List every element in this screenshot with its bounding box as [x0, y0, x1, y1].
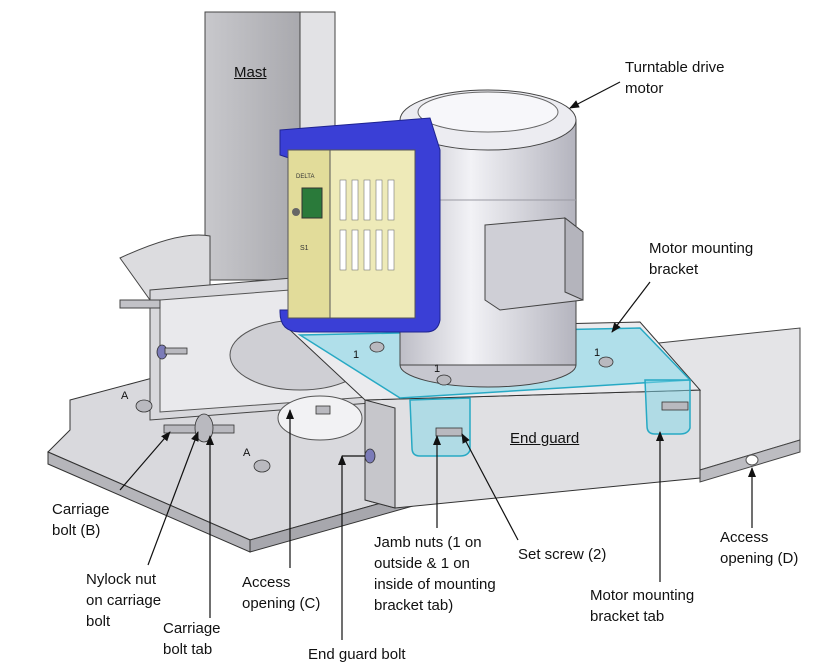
label-carriage-bolt-tab: Carriage bolt tab: [163, 620, 221, 658]
label-end-guard: End guard: [510, 430, 580, 447]
fasteners: [135, 341, 689, 473]
label-end-guard-bolt: End guard bolt: [308, 646, 406, 663]
marker-1-right: 1: [594, 347, 600, 359]
marker-1-mid: 1: [434, 363, 440, 375]
drive-model-text: S1: [300, 245, 309, 252]
variable-frequency-drive: DELTA S1: [287, 149, 416, 319]
label-mast: Mast: [234, 64, 267, 81]
leader-carriage-bolt: [119, 431, 171, 491]
leader-lines: [119, 81, 756, 640]
marker-a-upper: A: [121, 390, 129, 402]
leader-motor-bracket: [611, 281, 651, 333]
marker-a-bolt-lower: [253, 459, 271, 473]
marker-1-left: 1: [353, 349, 359, 361]
leader-turntable-motor: [569, 81, 621, 109]
label-motor-mounting-bracket: Motor mounting bracket: [649, 240, 754, 278]
drive-brand-text: DELTA: [296, 174, 314, 180]
label-access-opening-c: Access opening (C): [242, 574, 321, 612]
label-motor-mounting-bracket-tab: Motor mounting bracket tab: [590, 587, 695, 625]
jamb-nut-set-right: [661, 401, 689, 411]
leader-nylock-nut: [147, 431, 199, 566]
label-access-opening-d: Access opening (D): [720, 529, 799, 567]
jamb-nut-set-left: [435, 427, 463, 437]
label-carriage-bolt-b: Carriage bolt (B): [52, 501, 110, 539]
leader-set-screw: [461, 433, 519, 541]
label-jamb-nuts: Jamb nuts (1 on outside & 1 on inside of…: [374, 534, 496, 614]
marker-a-lower: A: [243, 447, 251, 459]
label-set-screw: Set screw (2): [518, 546, 607, 563]
label-nylock-nut: Nylock nut on carriage bolt: [86, 571, 162, 630]
end-guard-bolt-head: [364, 448, 376, 464]
label-turntable-drive-motor: Turntable drive motor: [625, 59, 725, 97]
marker-a-bolt-upper: [135, 399, 153, 413]
